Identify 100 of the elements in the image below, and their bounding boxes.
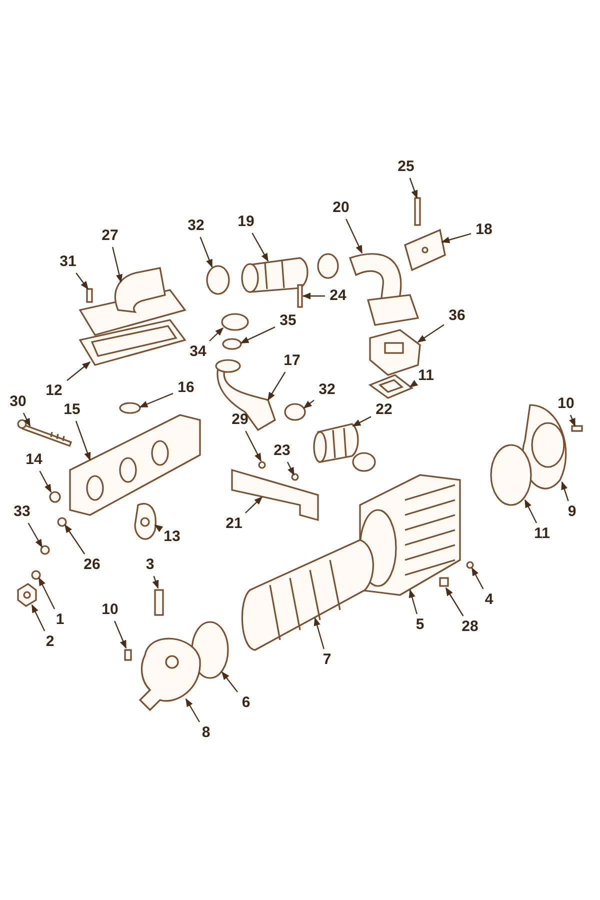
bracket-drawing xyxy=(404,228,446,272)
hex-bolt-drawing xyxy=(17,583,37,607)
bolt-drawing xyxy=(17,419,72,447)
callout-number: 21 xyxy=(223,515,245,533)
leader-line xyxy=(244,496,263,514)
leader-line xyxy=(471,567,484,590)
leader-line xyxy=(524,499,538,524)
elbow-cover-drawing xyxy=(78,267,186,336)
hose-drawing xyxy=(313,423,359,463)
nut-drawing xyxy=(466,561,474,569)
gasket-drawing xyxy=(368,374,414,399)
callout-number: 16 xyxy=(175,379,197,397)
bolt-drawing xyxy=(124,649,132,661)
bolt-drawing xyxy=(297,284,303,308)
washer-drawing xyxy=(31,570,41,580)
bolt-drawing xyxy=(414,197,421,226)
callout-number: 22 xyxy=(373,401,395,419)
callout-number: 8 xyxy=(200,724,212,742)
callout-number: 32 xyxy=(316,381,338,399)
leader-line xyxy=(445,587,464,616)
callout-number: 12 xyxy=(43,382,65,400)
callout-number: 28 xyxy=(459,618,481,636)
callout-number: 23 xyxy=(271,442,293,460)
leader-line xyxy=(22,412,31,427)
ring-gasket-drawing xyxy=(490,444,532,506)
callout-number: 19 xyxy=(235,213,257,231)
callout-number: 27 xyxy=(99,227,121,245)
callout-number: 10 xyxy=(555,395,577,413)
callout-number: 30 xyxy=(7,393,29,411)
leader-line xyxy=(28,522,43,548)
bolt-drawing xyxy=(571,425,583,432)
callout-number: 31 xyxy=(57,253,79,271)
leader-line xyxy=(417,324,444,342)
callout-number: 2 xyxy=(44,633,56,651)
leader-line xyxy=(569,414,576,427)
leader-line xyxy=(267,372,286,401)
muffler-drawing xyxy=(359,474,461,596)
leader-line xyxy=(302,292,325,300)
leader-line xyxy=(221,671,238,692)
leader-line xyxy=(75,420,91,461)
callout-number: 29 xyxy=(229,411,251,429)
leader-line xyxy=(64,524,86,554)
leader-line xyxy=(240,326,276,344)
bolt-drawing xyxy=(439,577,449,587)
leader-line xyxy=(561,481,569,502)
leader-line xyxy=(286,462,295,476)
leader-line xyxy=(39,470,52,493)
callout-number: 20 xyxy=(330,199,352,217)
nut-drawing xyxy=(291,473,299,481)
leader-line xyxy=(185,698,200,722)
callout-number: 36 xyxy=(446,307,468,325)
callout-number: 34 xyxy=(187,343,209,361)
nut-drawing xyxy=(258,461,266,469)
callout-number: 10 xyxy=(99,601,121,619)
flex-pipe-drawing xyxy=(241,539,374,651)
leader-line xyxy=(139,392,174,408)
callout-number: 25 xyxy=(395,158,417,176)
o-ring-drawing xyxy=(222,338,242,350)
leader-line xyxy=(252,232,269,262)
callout-number: 1 xyxy=(54,611,66,629)
callout-number: 35 xyxy=(277,312,299,330)
callout-number: 17 xyxy=(281,352,303,370)
hose-clamp-drawing xyxy=(221,313,249,331)
callout-number: 13 xyxy=(161,528,183,546)
callout-number: 11 xyxy=(415,367,437,385)
plug-drawing xyxy=(119,402,141,414)
washer-drawing xyxy=(49,491,61,503)
callout-number: 4 xyxy=(482,591,496,609)
callout-number: 5 xyxy=(414,616,426,634)
callout-number: 18 xyxy=(473,221,495,239)
leader-line xyxy=(346,218,363,254)
pipe-elbow-drawing xyxy=(349,253,420,326)
callout-number: 32 xyxy=(185,217,207,235)
leader-line xyxy=(38,577,56,610)
leader-line xyxy=(408,589,418,614)
exhaust-manifold-drawing xyxy=(69,414,201,516)
leader-line xyxy=(314,617,324,650)
callout-number: 7 xyxy=(320,651,334,669)
leader-line xyxy=(245,430,262,462)
gasket-drawing xyxy=(78,319,186,366)
leader-line xyxy=(303,400,314,409)
callout-number: 14 xyxy=(23,451,45,469)
callout-number: 26 xyxy=(81,556,103,574)
leader-line xyxy=(114,620,127,649)
callout-number: 6 xyxy=(240,694,252,712)
hose-clamp-drawing xyxy=(284,403,306,421)
leader-line xyxy=(31,604,46,632)
pipe-elbow-drawing xyxy=(215,359,276,431)
bolt-drawing xyxy=(86,288,93,303)
elbow-housing-drawing xyxy=(139,638,201,711)
leader-line xyxy=(76,272,88,290)
bolt-drawing xyxy=(154,589,164,616)
callout-number: 24 xyxy=(327,287,349,305)
leader-line xyxy=(152,576,159,589)
hose-clamp-drawing xyxy=(206,265,230,295)
bushing-drawing xyxy=(57,517,67,527)
leader-line xyxy=(200,236,213,268)
leader-line xyxy=(154,524,164,532)
ring-gasket-drawing xyxy=(191,621,229,679)
leader-line xyxy=(112,246,122,283)
